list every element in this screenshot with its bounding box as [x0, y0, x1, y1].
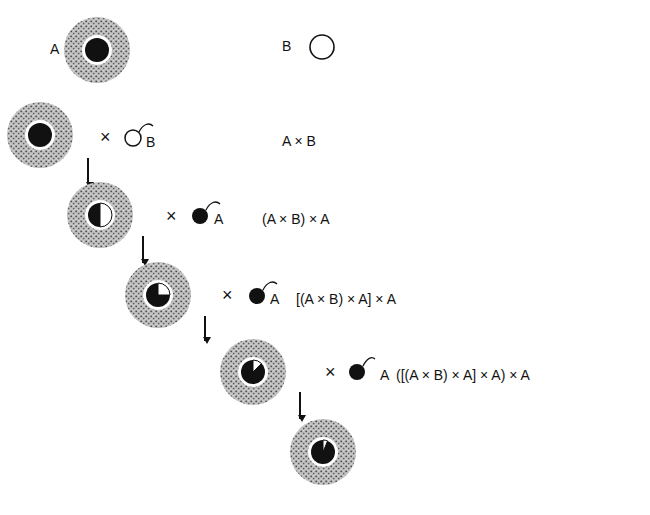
cell-outline: [310, 35, 334, 59]
cross-formula: A × B: [282, 134, 316, 148]
arrow: [299, 392, 301, 419]
cross-sign: ×: [325, 363, 336, 381]
egg-cell: [220, 339, 286, 405]
cell-label: A: [214, 212, 223, 226]
egg-cell: [67, 182, 133, 248]
cell-label: A: [270, 292, 279, 306]
sperm-cell: [349, 358, 375, 380]
egg-cell: [125, 262, 191, 328]
cross-formula: ([(A × B) × A] × A) × A: [396, 368, 530, 382]
cross-sign: ×: [166, 207, 177, 225]
cross-formula: (A × B) × A: [262, 212, 330, 226]
arrow: [142, 236, 144, 263]
egg-cell: [64, 17, 130, 83]
egg-cell: [290, 419, 356, 485]
cell-label: B: [282, 39, 291, 53]
arrow: [87, 158, 89, 186]
cross-sign: ×: [222, 286, 233, 304]
cross-sign: ×: [100, 128, 111, 146]
cross-formula: [(A × B) × A] × A: [296, 292, 396, 306]
arrow: [204, 316, 206, 341]
cell-label: A: [380, 368, 389, 382]
egg-cell: [7, 102, 73, 168]
cell-label: B: [146, 135, 155, 149]
cell-label: A: [50, 42, 59, 56]
